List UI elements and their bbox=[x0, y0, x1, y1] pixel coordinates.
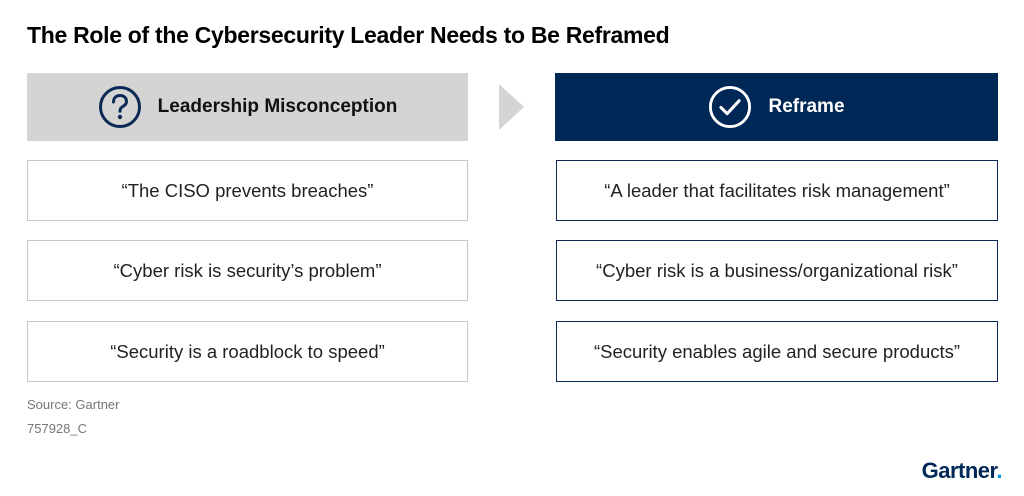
reframe-header-label: Reframe bbox=[768, 96, 845, 117]
check-circle-icon bbox=[708, 85, 752, 129]
question-circle-icon bbox=[98, 85, 142, 129]
logo-text: Gartner bbox=[921, 458, 997, 483]
misconception-header: Leadership Misconception bbox=[27, 73, 468, 141]
misconception-header-label: Leadership Misconception bbox=[157, 96, 398, 117]
logo-dot: . bbox=[996, 458, 1002, 483]
reframe-header: Reframe bbox=[555, 73, 998, 141]
source-note: Source: Gartner bbox=[27, 397, 120, 412]
arrow-right-icon bbox=[499, 84, 524, 130]
page-title: The Role of the Cybersecurity Leader Nee… bbox=[27, 22, 670, 48]
misconception-item: “The CISO prevents breaches” bbox=[27, 160, 468, 221]
figure-id: 757928_C bbox=[27, 421, 87, 436]
reframe-item: “Security enables agile and secure produ… bbox=[556, 321, 998, 382]
gartner-logo: Gartner. bbox=[921, 458, 1003, 484]
misconception-item: “Security is a roadblock to speed” bbox=[27, 321, 468, 382]
reframe-item: “Cyber risk is a business/organizational… bbox=[556, 240, 998, 301]
reframe-item: “A leader that facilitates risk manageme… bbox=[556, 160, 998, 221]
misconception-item: “Cyber risk is security’s problem” bbox=[27, 240, 468, 301]
